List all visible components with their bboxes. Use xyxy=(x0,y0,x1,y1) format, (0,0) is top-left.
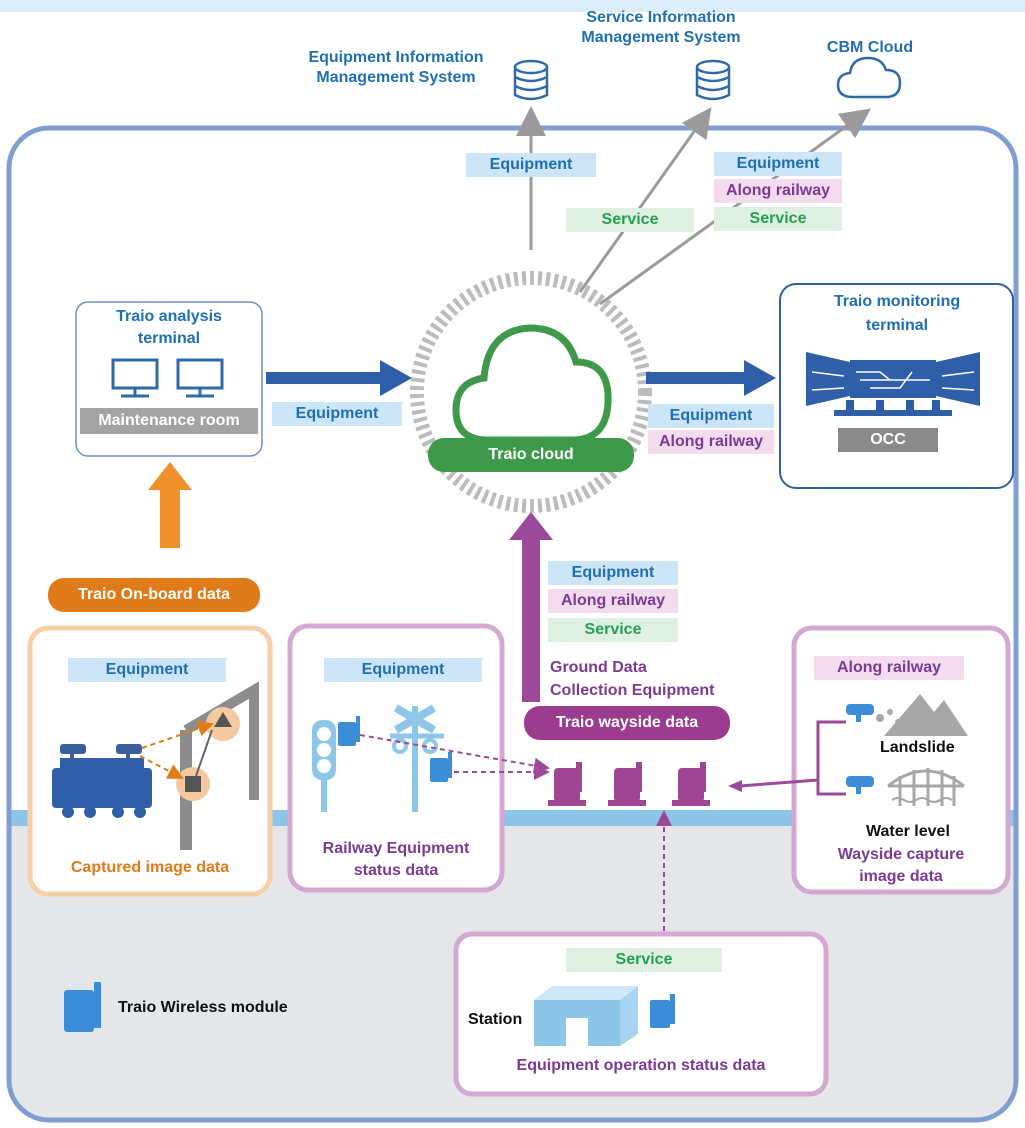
service-tag: Service xyxy=(548,618,678,642)
traio-cloud-icon xyxy=(452,324,612,444)
camera-icon xyxy=(116,744,142,762)
railway-equipment-caption: Railway Equipment status data xyxy=(322,840,470,879)
arrow-cloud-to-monitoring xyxy=(646,360,776,396)
along-railway-tag: Along railway xyxy=(548,589,678,613)
occ-bar xyxy=(838,428,938,452)
database-icon xyxy=(513,59,549,101)
monitor-icon xyxy=(176,358,224,398)
bridge-water-icon xyxy=(887,768,965,806)
equipment-tag: Equipment xyxy=(648,404,774,428)
water-level-label: Water level xyxy=(866,823,950,840)
orange-dashed-arrow xyxy=(139,755,184,779)
equipment-tag: Equipment xyxy=(714,152,842,176)
maintenance-room-bar xyxy=(80,408,258,434)
ground-device-icon xyxy=(672,762,710,806)
traio-cloud-label: Traio cloud xyxy=(428,438,634,472)
ground-device-icon xyxy=(548,762,586,806)
occ-label: OCC xyxy=(870,431,906,448)
station-box xyxy=(453,931,829,1097)
orange-dashed-arrow xyxy=(141,720,214,749)
ground-device-icon xyxy=(608,762,646,806)
service-tag: Service xyxy=(714,207,842,231)
purple-dashed-arrow xyxy=(359,734,550,774)
catenary-pole xyxy=(176,681,259,850)
equipment-tag: Equipment xyxy=(272,402,402,426)
service-info-system-label: Service Information Management System xyxy=(581,9,741,46)
arrow-analysis-to-cloud xyxy=(266,360,412,396)
control-room-wall-icon xyxy=(806,352,980,416)
service-tag: Service xyxy=(566,208,694,232)
captured-image-caption: Captured image data xyxy=(70,859,230,876)
cbm-cloud-label: CBM Cloud xyxy=(826,39,914,56)
analysis-terminal-title: Traio analysis terminal xyxy=(116,308,222,347)
station-building-icon xyxy=(534,986,638,1046)
crossing-signal-icon xyxy=(390,704,444,812)
camera-icon xyxy=(846,776,874,794)
wireless-module-icon xyxy=(650,994,675,1028)
legend-wireless-module-label: Traio Wireless module xyxy=(118,999,288,1016)
arrow-onboard-to-analysis xyxy=(148,462,192,548)
top-strip xyxy=(0,0,1025,12)
maintenance-room-label: Maintenance room xyxy=(98,412,240,429)
camera-icon xyxy=(60,744,86,762)
railway-equipment-box xyxy=(287,623,505,893)
train-icon xyxy=(52,758,152,818)
wayside-capture-caption: Wayside capture image data xyxy=(837,846,965,885)
wireless-module-icon xyxy=(430,752,452,782)
database-icon xyxy=(695,59,731,101)
equipment-tag: Equipment xyxy=(548,561,678,585)
cloud-icon xyxy=(836,56,902,99)
camera-icon xyxy=(846,704,874,722)
along-railway-tag: Along railway xyxy=(648,430,774,454)
arrow-wayside-to-cloud xyxy=(509,512,553,702)
wayside-data-label: Traio wayside data xyxy=(524,706,730,740)
equipment-tag: Equipment xyxy=(68,658,226,682)
monitor-icon xyxy=(111,358,159,398)
station-label: Station xyxy=(468,1011,523,1028)
onboard-data-label: Traio On-board data xyxy=(48,578,260,612)
equipment-operation-caption: Equipment operation status data xyxy=(516,1057,766,1074)
wayside-connector xyxy=(739,720,846,796)
equipment-info-system-label: Equipment Information Management System xyxy=(308,49,484,86)
along-railway-tag: Along railway xyxy=(714,179,842,203)
wireless-module-icon xyxy=(64,982,101,1032)
cloud-ring xyxy=(410,271,652,513)
monitoring-terminal-title: Traio monitoring terminal xyxy=(833,293,961,334)
equipment-tag: Equipment xyxy=(324,658,482,682)
wayside-box xyxy=(791,625,1011,895)
landslide-icon xyxy=(876,694,968,736)
along-railway-tag: Along railway xyxy=(814,656,964,680)
ground-data-title: Ground Data Collection Equipment xyxy=(550,659,715,699)
outer-frame xyxy=(6,125,1019,1123)
landslide-label: Landslide xyxy=(880,739,955,756)
wayside-arrow-head xyxy=(728,780,742,792)
arrow-to-service-system xyxy=(578,107,712,293)
equipment-tag: Equipment xyxy=(466,153,596,177)
traffic-signal-icon xyxy=(312,716,360,812)
service-tag: Service xyxy=(566,948,722,972)
